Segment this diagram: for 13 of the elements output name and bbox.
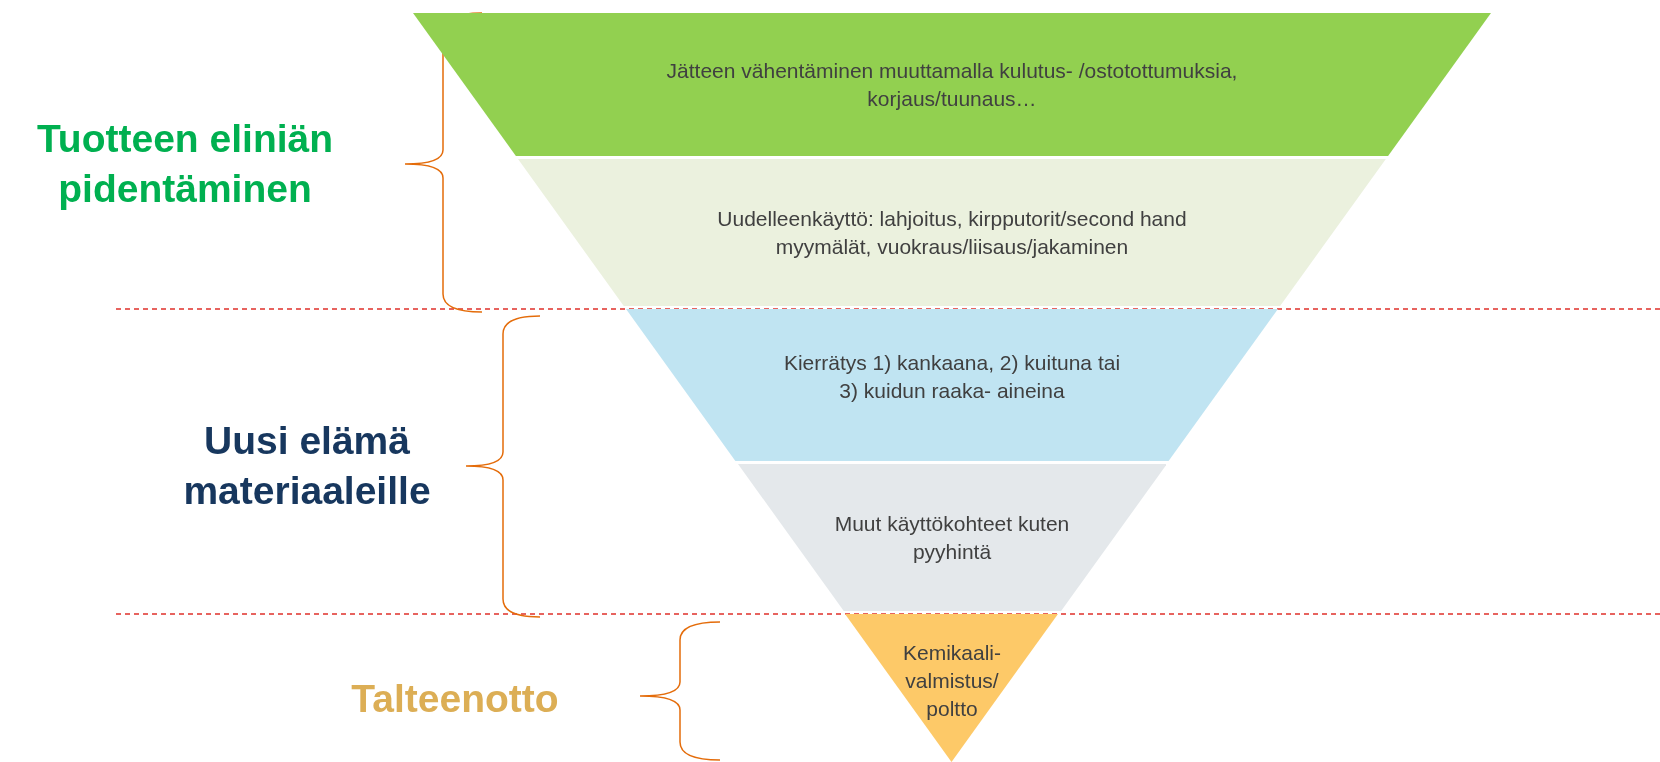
funnel-layer	[737, 464, 1167, 611]
funnel-layer	[626, 309, 1278, 461]
layer-text: Jätteen vähentäminen muuttamalla kulutus- /ostotottumuksia, korjaus/tuunaus…	[665, 57, 1239, 112]
funnel-layer	[845, 614, 1059, 762]
layer-text: Muut käyttökohteet kuten pyyhintä	[833, 510, 1071, 565]
funnel-layer	[518, 159, 1386, 306]
funnel-layer	[413, 13, 1491, 156]
section-label: Talteenotto	[350, 676, 560, 722]
layer-text: Kemikaali- valmistus/ poltto	[901, 639, 1002, 722]
layer-text: Kierrätys 1) kankaana, 2) kuituna tai 3) kuidun raaka- aineina	[782, 350, 1122, 405]
layer-text: Uudelleenkäyttö: lahjoitus, kirpputorit/second hand myymälät, vuokraus/liisaus/jakaminen	[717, 205, 1187, 260]
section-label: Tuotteen eliniän pidentäminen	[35, 116, 335, 212]
section-label: Uusi elämä materiaaleille	[182, 418, 432, 514]
